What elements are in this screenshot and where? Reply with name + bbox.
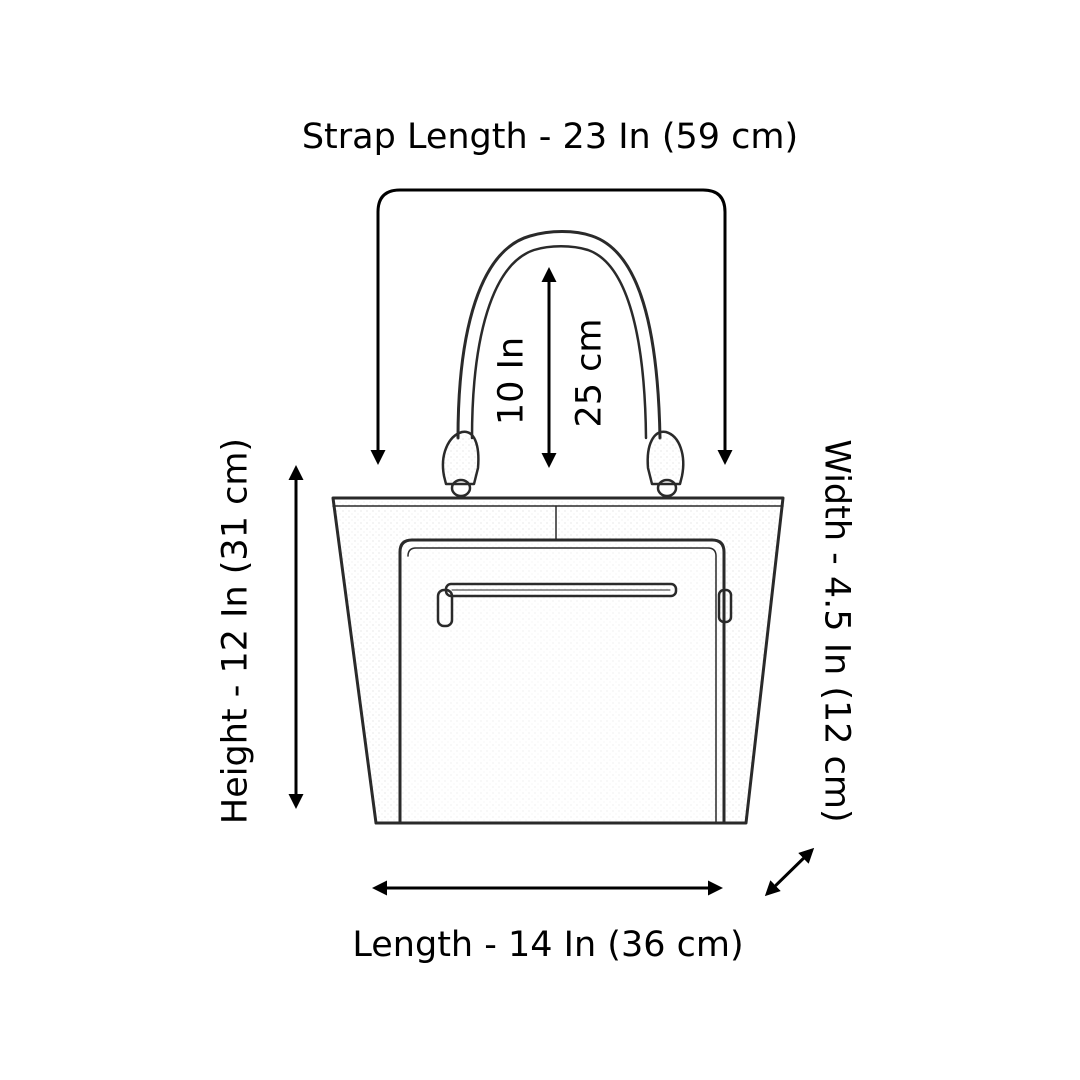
- strap-length-label: Strap Length - 23 In (59 cm): [301, 117, 799, 157]
- handle-tab-left: [441, 430, 480, 486]
- front-pocket: [398, 538, 726, 825]
- side-zipper-pull: [717, 588, 733, 624]
- width-label: Width - 4.5 In (12 cm): [816, 439, 857, 823]
- handle-drop-inches-label: 10 In: [491, 336, 532, 426]
- handbag-illustration: [331, 230, 785, 825]
- handle-tab-right: [646, 430, 685, 486]
- height-label: Height - 12 In (31 cm): [215, 437, 256, 825]
- strap-length-arrow: [370, 188, 733, 465]
- length-label: Length - 14 In (36 cm): [352, 925, 744, 965]
- handle-drop-cm-label: 25 cm: [569, 318, 610, 428]
- zipper-pull: [436, 588, 454, 628]
- width-arrow: [764, 847, 815, 897]
- bag-handle: [456, 230, 662, 440]
- bag-body: [331, 496, 785, 825]
